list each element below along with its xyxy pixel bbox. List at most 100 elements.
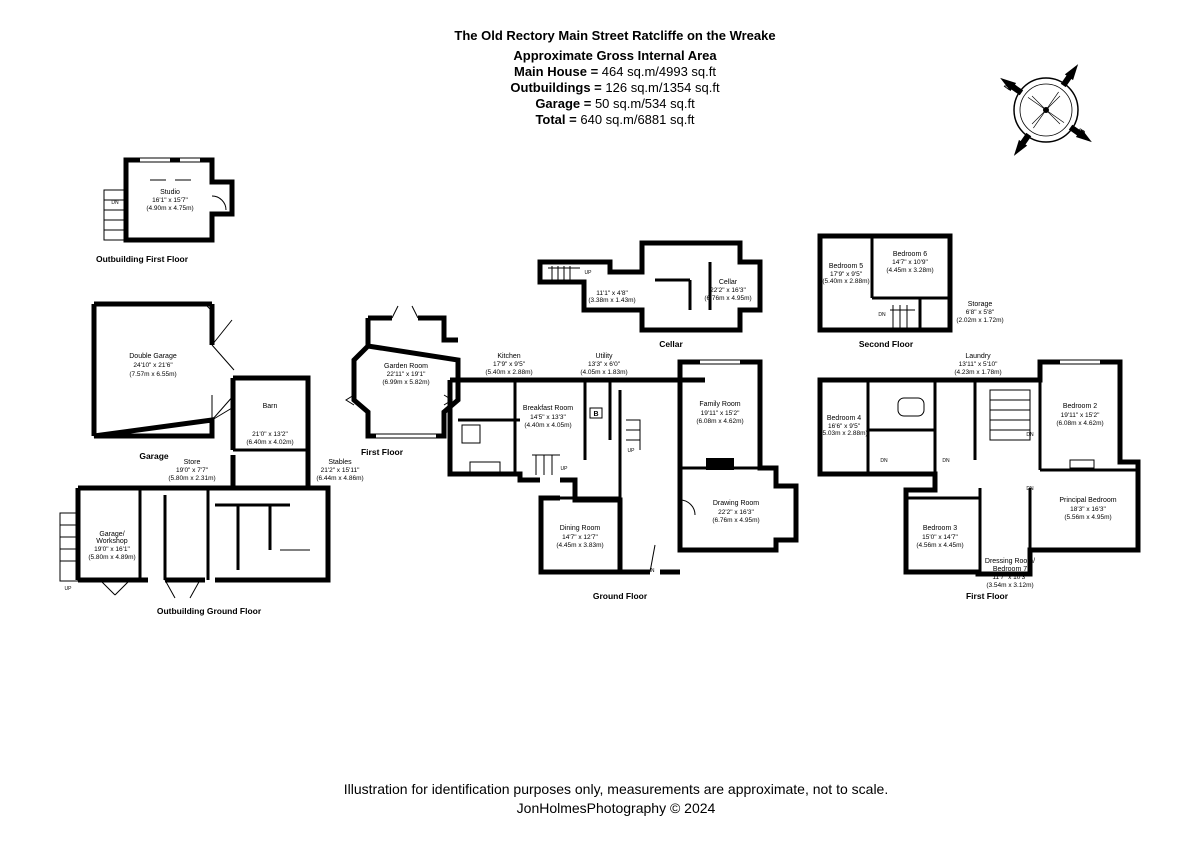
breakfast-imperial: 14'5" x 13'3" bbox=[530, 414, 566, 421]
drawing-name: Drawing Room bbox=[713, 500, 759, 507]
drawing-imperial: 22'2" x 16'3" bbox=[718, 509, 754, 516]
first-dn-marker-3: DN bbox=[942, 458, 950, 464]
second-floor-plan: DN Bedroom 5 17'9" x 9'5" (5.40m x 2.88m… bbox=[817, 233, 1004, 333]
family-imperial: 19'11" x 15'2" bbox=[701, 410, 740, 417]
cellar-plan: UP 11'1" x 4'8" (3.38m x 1.43m) Cellar 2… bbox=[537, 240, 763, 333]
kitchen-name: Kitchen bbox=[497, 353, 520, 360]
floor-label-first: First Floor bbox=[966, 591, 1009, 601]
bedroom5-imperial: 17'9" x 9'5" bbox=[830, 271, 863, 278]
dressing-imperial: 11'7" x 10'3" bbox=[992, 574, 1028, 581]
workshop-imperial: 19'0" x 16'1" bbox=[94, 546, 130, 553]
principal-name: Principal Bedroom bbox=[1059, 497, 1116, 504]
double-garage-imperial: 24'10" x 21'6" bbox=[133, 362, 173, 369]
ground-floor-plan: B UP UP IN Kitchen 17'9" x 9'5" (5.40m x… bbox=[447, 353, 799, 575]
garden-room-imperial: 22'11" x 19'1" bbox=[387, 371, 426, 378]
bedroom6-name: Bedroom 6 bbox=[893, 251, 927, 258]
cellar-up-marker: UP bbox=[585, 270, 593, 276]
property-title: The Old Rectory Main Street Ratcliffe on… bbox=[454, 28, 776, 43]
disclaimer-text: Illustration for identification purposes… bbox=[343, 781, 889, 797]
bedroom6-imperial: 14'7" x 10'9" bbox=[892, 259, 928, 266]
area-outbuildings: Outbuildings = 126 sq.m/1354 sq.ft bbox=[510, 80, 720, 95]
utility-name: Utility bbox=[595, 353, 613, 360]
floor-label-garden-first: First Floor bbox=[361, 447, 404, 457]
bedroom5-name: Bedroom 5 bbox=[829, 263, 863, 270]
principal-imperial: 18'3" x 16'3" bbox=[1070, 506, 1106, 513]
cellar-name: Cellar bbox=[719, 279, 738, 286]
double-garage-metric: (7.57m x 6.55m) bbox=[129, 371, 176, 378]
studio-name: Studio bbox=[160, 189, 180, 196]
area-garage: Garage = 50 sq.m/534 sq.ft bbox=[535, 96, 695, 111]
bedroom3-imperial: 15'0" x 14'7" bbox=[922, 534, 958, 541]
store-metric: (5.80m x 2.31m) bbox=[168, 475, 215, 482]
utility-metric: (4.05m x 1.83m) bbox=[580, 369, 627, 376]
first-dn-marker-2: DN bbox=[880, 458, 888, 464]
area-total: Total = 640 sq.m/6881 sq.ft bbox=[535, 112, 695, 127]
header: The Old Rectory Main Street Ratcliffe on… bbox=[0, 28, 1200, 128]
laundry-imperial: 13'11" x 5'10" bbox=[959, 361, 998, 368]
floor-label-outbuilding-ground: Outbuilding Ground Floor bbox=[157, 606, 262, 616]
breakfast-metric: (4.40m x 4.05m) bbox=[524, 422, 571, 429]
laundry-name: Laundry bbox=[965, 353, 991, 360]
bedroom4-name: Bedroom 4 bbox=[827, 415, 861, 422]
first-floor-plan: DN DN DN DN Laundry 13'11" x 5'10" (4.23… bbox=[817, 353, 1141, 589]
ground-in-marker: IN bbox=[650, 568, 655, 574]
floor-label-second: Second Floor bbox=[859, 339, 914, 349]
double-garage-name: Double Garage bbox=[129, 353, 177, 360]
floor-label-ground: Ground Floor bbox=[593, 591, 648, 601]
floor-label-cellar: Cellar bbox=[659, 339, 683, 349]
garden-room-plan: Garden Room 22'11" x 19'1" (6.99m x 5.82… bbox=[345, 305, 461, 439]
family-metric: (6.08m x 4.62m) bbox=[696, 418, 743, 425]
bedroom3-metric: (4.56m x 4.45m) bbox=[916, 542, 963, 549]
workshop-name: Garage/ bbox=[99, 531, 124, 538]
first-dn-marker-4: DN bbox=[1026, 486, 1034, 492]
dressing-metric: (3.54m x 3.12m) bbox=[986, 582, 1033, 589]
studio-metric: (4.90m x 4.75m) bbox=[146, 205, 193, 212]
cellar-imperial: 22'2" x 16'3" bbox=[710, 287, 746, 294]
bedroom2-metric: (6.08m x 4.62m) bbox=[1056, 420, 1103, 427]
store-imperial: 19'0" x 7'7" bbox=[176, 467, 209, 474]
principal-metric: (5.56m x 4.95m) bbox=[1064, 514, 1111, 521]
storage-name: Storage bbox=[968, 301, 993, 308]
credit-text: JonHolmesPhotography © 2024 bbox=[516, 800, 716, 816]
ground-up-marker-1: UP bbox=[561, 466, 569, 472]
workshop-metric: (5.80m x 4.89m) bbox=[88, 554, 135, 561]
outbuilding-first-floor-plan: DN Studio 16'1" x 15'7" (4.90m x 4.75m) bbox=[103, 157, 235, 243]
area-subtitle: Approximate Gross Internal Area bbox=[513, 48, 717, 63]
garden-room-metric: (6.99m x 5.82m) bbox=[382, 379, 429, 386]
cellar-small-metric: (3.38m x 1.43m) bbox=[588, 297, 635, 304]
cellar-metric: (6.76m x 4.95m) bbox=[704, 295, 751, 302]
family-name: Family Room bbox=[699, 401, 740, 408]
second-dn-marker: DN bbox=[878, 312, 886, 318]
workshop-name-2: Workshop bbox=[96, 538, 127, 545]
bedroom6-metric: (4.45m x 3.28m) bbox=[886, 267, 933, 274]
dining-name: Dining Room bbox=[560, 525, 601, 532]
studio-dn-marker: DN bbox=[111, 200, 119, 206]
drawing-metric: (6.76m x 4.95m) bbox=[712, 517, 759, 524]
bedroom5-metric: (5.40m x 2.88m) bbox=[822, 278, 869, 285]
stables-name: Stables bbox=[328, 459, 352, 466]
dining-metric: (4.45m x 3.83m) bbox=[556, 542, 603, 549]
barn-name: Barn bbox=[263, 403, 278, 410]
stables-imperial: 21'2" x 15'11" bbox=[321, 467, 360, 474]
floor-label-outbuilding-first: Outbuilding First Floor bbox=[96, 254, 189, 264]
garden-room-name: Garden Room bbox=[384, 363, 428, 370]
kitchen-metric: (5.40m x 2.88m) bbox=[485, 369, 532, 376]
ground-up-marker-2: UP bbox=[628, 448, 636, 454]
outbuilding-ground-floor-plan: UP Garage/ Workshop 19'0" x 16'1" (5.80m… bbox=[59, 375, 364, 599]
barn-metric: (6.40m x 4.02m) bbox=[246, 439, 293, 446]
dining-imperial: 14'7" x 12'7" bbox=[562, 534, 598, 541]
footer: Illustration for identification purposes… bbox=[0, 780, 1200, 818]
workshop-up-marker: UP bbox=[65, 586, 73, 592]
dressing-name-2: Bedroom 7 bbox=[993, 566, 1027, 573]
breakfast-name: Breakfast Room bbox=[523, 405, 573, 412]
boiler-marker: B bbox=[593, 411, 598, 418]
dressing-name: Dressing Room/ bbox=[985, 558, 1035, 565]
storage-imperial: 6'8" x 5'8" bbox=[966, 309, 995, 316]
stables-metric: (6.44m x 4.86m) bbox=[316, 475, 363, 482]
studio-imperial: 16'1" x 15'7" bbox=[152, 197, 188, 204]
bedroom2-imperial: 19'11" x 15'2" bbox=[1061, 412, 1100, 419]
storage-metric: (2.02m x 1.72m) bbox=[956, 317, 1003, 324]
garage-plan: Double Garage 24'10" x 21'6" (7.57m x 6.… bbox=[91, 301, 235, 439]
utility-imperial: 13'3" x 6'0" bbox=[588, 361, 621, 368]
